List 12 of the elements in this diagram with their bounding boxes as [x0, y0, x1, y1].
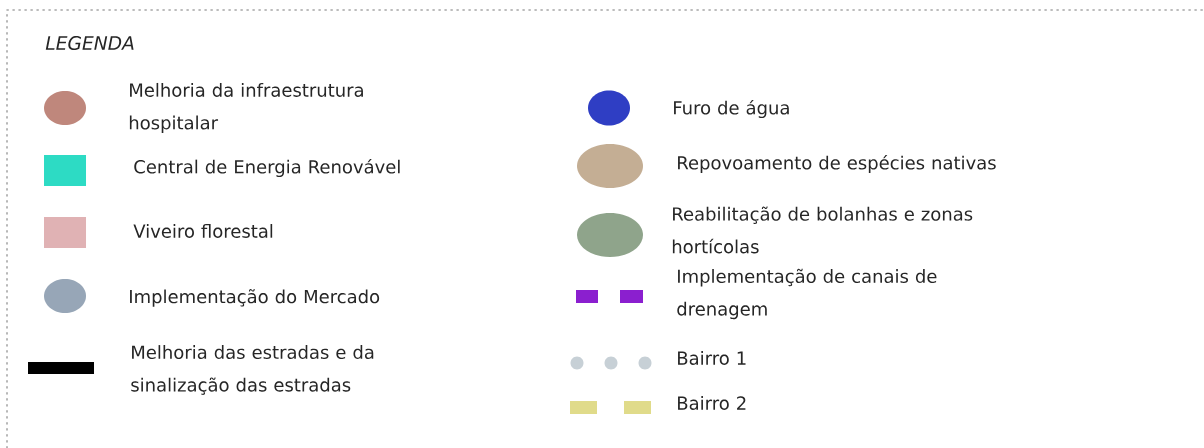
legend-title: LEGENDA: [45, 35, 134, 51]
legend-label: Repovoamento de espécies nativas: [678, 154, 996, 174]
legend-label: Central de Energia Renovável: [134, 158, 400, 178]
legend-label: Melhoria da infraestrutura hospitalar: [129, 82, 363, 134]
legend-label: Melhoria das estradas e da sinalização das estradas: [131, 345, 374, 395]
legend-label: Bairro 1: [678, 351, 746, 365]
legend-label: Implementação de canais de drenagem: [677, 268, 937, 320]
legend-label: Implementação do Mercado: [130, 289, 380, 307]
legend-label: Furo de água: [674, 99, 789, 119]
legend-label: Bairro 2: [678, 396, 746, 410]
legend-label: Reabilitação de bolanhas e zonas hortícolas: [672, 206, 973, 254]
legend-label: Viveiro florestal: [133, 224, 273, 238]
